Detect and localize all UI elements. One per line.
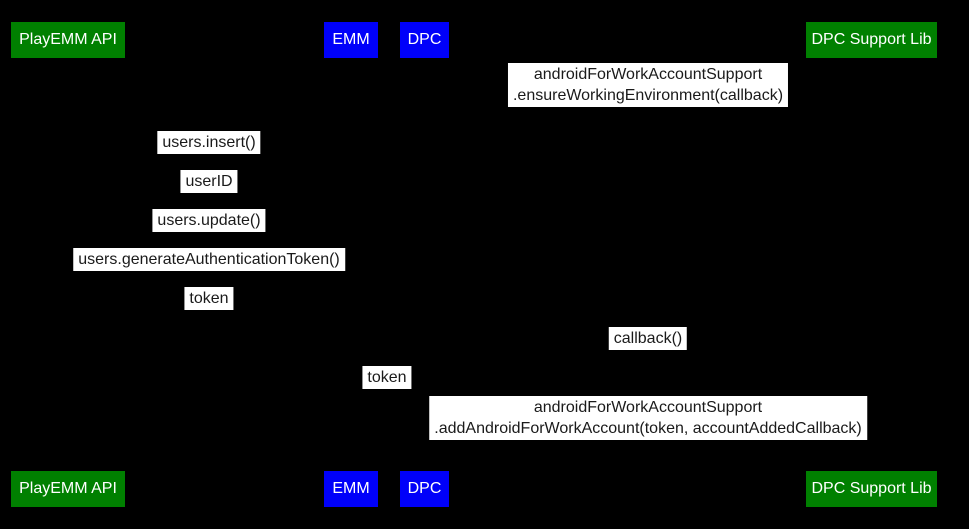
actor-dpc-support-lib-bottom: DPC Support Lib — [806, 471, 937, 507]
actor-dpc-bottom: DPC — [400, 471, 449, 507]
message-line: .addAndroidForWorkAccount(token, account… — [434, 420, 862, 437]
actor-emm-bottom: EMM — [324, 471, 378, 507]
actor-playemm-api-bottom: PlayEMM API — [11, 471, 125, 507]
message-token-to-dpc: token — [362, 366, 412, 389]
actor-emm-top: EMM — [324, 22, 378, 58]
message-line: .ensureWorkingEnvironment(callback) — [512, 87, 784, 104]
actor-dpc-top: DPC — [400, 22, 449, 58]
message-users-update: users.update() — [152, 209, 266, 232]
message-generate-authentication-token: users.generateAuthenticationToken() — [73, 248, 345, 271]
message-token-to-playemm: token — [184, 287, 234, 310]
message-ensure-working-environment: androidForWorkAccountSupport .ensureWork… — [507, 63, 789, 107]
actor-dpc-support-lib-top: DPC Support Lib — [806, 22, 937, 58]
actor-playemm-api-top: PlayEMM API — [11, 22, 125, 58]
message-line: androidForWorkAccountSupport — [533, 66, 763, 83]
message-line: androidForWorkAccountSupport — [533, 399, 763, 416]
message-userid: userID — [180, 170, 238, 193]
message-users-insert: users.insert() — [157, 131, 261, 154]
message-callback: callback() — [608, 327, 688, 350]
message-add-android-for-work-account: androidForWorkAccountSupport .addAndroid… — [429, 396, 867, 440]
